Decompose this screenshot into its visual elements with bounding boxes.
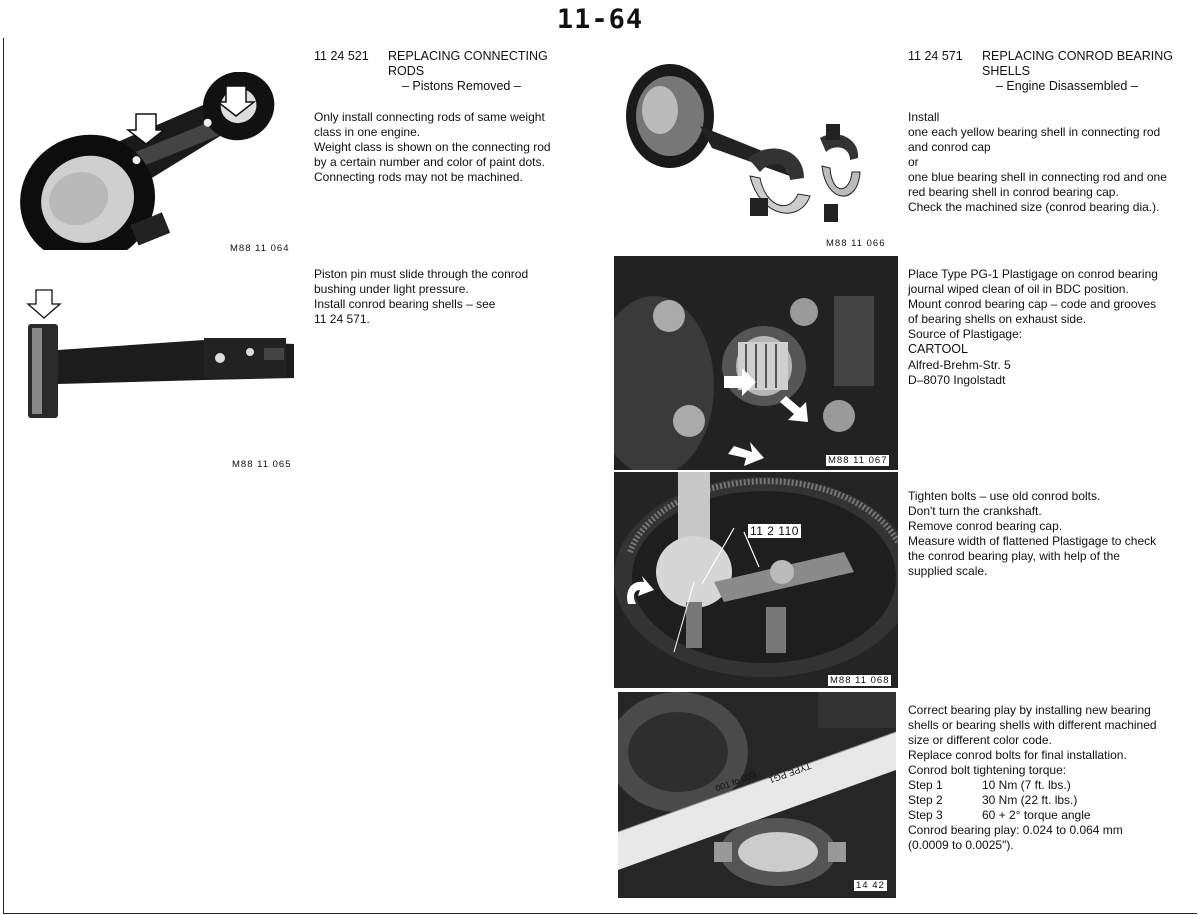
figure5-caption: M88 11 068 [828, 675, 892, 686]
step-label: Step 3 [908, 808, 943, 822]
section-code: 11 24 571 [908, 49, 963, 63]
torque-step-3: Step 3 60 + 2° torque angle [908, 808, 1193, 823]
plastigage-source-name: CARTOOL [908, 342, 968, 356]
figure-measure-plastigage: 001 to 003 TYPE PG1 14 42 [618, 692, 896, 898]
plastigage-instructions: Place Type PG-1 Plastigage on conrod bea… [908, 267, 1158, 341]
figure-tighten-bolts: 11 2 110 [614, 472, 898, 688]
step-label: Step 1 [908, 778, 943, 792]
page-border [3, 38, 1197, 914]
torque-step-1: Step 1 10 Nm (7 ft. lbs.) [908, 778, 1193, 793]
figure-connecting-rod [8, 71, 298, 290]
figure3-caption: M88 11 066 [826, 238, 886, 249]
step-value: 60 + 2° torque angle [982, 808, 1091, 822]
section-title: REPLACING CONNECTING RODS [388, 49, 548, 78]
plastigage-source-address: Alfred-Brehm-Str. 5 D–8070 Ingolstadt [908, 358, 1011, 387]
correct-bearing-play-instructions: Correct bearing play by installing new b… [908, 703, 1157, 777]
page-number: 11-64 [556, 4, 644, 35]
bearing-shell-instructions: Install one each yellow bearing shell in… [908, 110, 1167, 214]
figure2-caption: M88 11 065 [232, 459, 292, 470]
figure4-caption: M88 11 067 [826, 455, 890, 466]
figure1-caption: M88 11 064 [230, 243, 290, 254]
torque-step-2: Step 2 30 Nm (22 ft. lbs.) [908, 793, 1193, 808]
section-header-connecting-rods: 11 24 521 REPLACING CONNECTING RODS – Pi… [314, 49, 594, 99]
bearing-play-spec: Conrod bearing play: 0.024 to 0.064 mm (… [908, 823, 1123, 852]
section-code: 11 24 521 [314, 49, 369, 63]
tighten-bolts-instructions: Tighten bolts – use old conrod bolts. Do… [908, 489, 1157, 578]
section-subtitle: – Engine Disassembled – [996, 79, 1138, 93]
figure-piston-pin [14, 288, 304, 428]
step-value: 10 Nm (7 ft. lbs.) [982, 778, 1071, 792]
step-value: 30 Nm (22 ft. lbs.) [982, 793, 1078, 807]
piston-pin-instructions: Piston pin must slide through the conrod… [314, 267, 529, 326]
step-label: Step 2 [908, 793, 943, 807]
figure5-tool-label: 11 2 110 [748, 524, 801, 538]
figure-plastigage-placement [614, 256, 898, 470]
section-header-bearing-shells: 11 24 571 REPLACING CONROD BEARING SHELL… [908, 49, 1193, 99]
section-subtitle: – Pistons Removed – [402, 79, 521, 93]
section-title: REPLACING CONROD BEARING SHELLS [982, 49, 1174, 78]
figure-bearing-shells [620, 48, 890, 233]
figure6-caption: 14 42 [854, 880, 887, 891]
connecting-rod-instructions: Only install connecting rods of same wei… [314, 110, 551, 184]
